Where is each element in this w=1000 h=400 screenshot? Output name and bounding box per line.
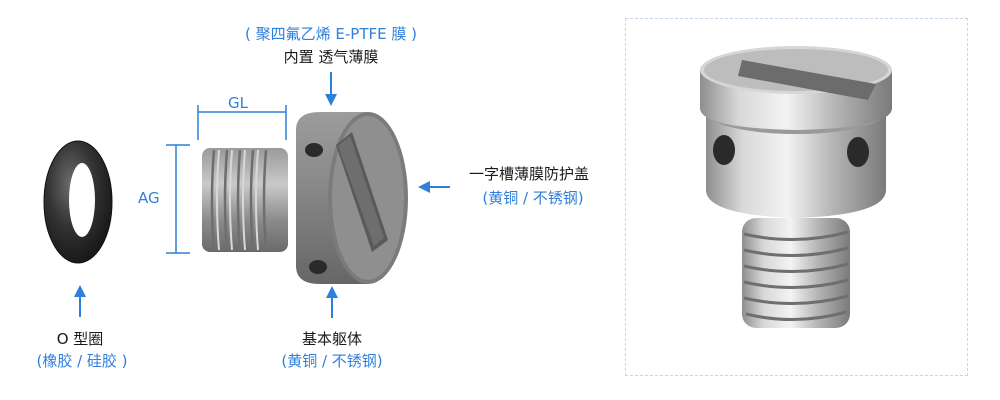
cover-arrow <box>418 181 450 193</box>
membrane-material-label: ( 聚四氟乙烯 E-PTFE 膜 ) <box>245 25 417 43</box>
gl-dimension-line <box>197 105 287 140</box>
product-photo <box>700 46 892 328</box>
ag-label: AG <box>138 189 160 207</box>
o-ring-illustration <box>43 140 113 264</box>
oring-arrow <box>74 285 86 317</box>
membrane-arrow <box>325 72 337 106</box>
cover-material-label: (黄铜 / 不锈钢) <box>482 189 584 207</box>
membrane-name-label: 内置 透气薄膜 <box>283 48 379 66</box>
oring-material-label: (橡胶 / 硅胶 ) <box>36 352 128 370</box>
body-name-label: 基本躯体 <box>301 330 362 348</box>
gl-label: GL <box>228 94 248 112</box>
body-arrow <box>326 286 338 318</box>
ag-dimension-line <box>166 144 190 254</box>
body-material-label: (黄铜 / 不锈钢) <box>281 352 383 370</box>
threaded-shank-illustration <box>202 148 288 252</box>
photo-frame <box>625 18 968 376</box>
cover-name-label: 一字槽薄膜防护盖 <box>468 165 589 183</box>
plug-head-illustration <box>296 112 408 284</box>
oring-name-label: O 型圈 <box>56 330 104 348</box>
